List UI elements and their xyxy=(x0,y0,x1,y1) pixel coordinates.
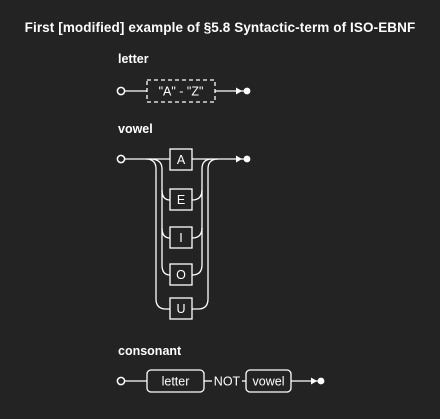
terminal-label: A xyxy=(177,153,186,167)
rule-name-vowel: vowel xyxy=(118,122,153,136)
choice-branch xyxy=(161,227,171,239)
start-node-icon xyxy=(116,86,126,96)
rule-letter: letter "A" - "Z" xyxy=(116,52,251,103)
rule-name-consonant: consonant xyxy=(118,344,182,358)
terminal-box xyxy=(169,148,193,171)
arrow-right-icon xyxy=(236,155,242,163)
rule-name-letter: letter xyxy=(118,52,149,66)
terminal-box xyxy=(169,226,193,249)
terminal-box xyxy=(169,297,193,320)
choice-box-e: E xyxy=(169,188,193,211)
terminal-label: O xyxy=(176,268,186,282)
terminal-label: I xyxy=(179,231,182,245)
choice-box-a: A xyxy=(169,148,193,171)
nonterminal-label-vowel: vowel xyxy=(253,375,285,389)
choice-branch xyxy=(191,227,203,239)
rule-vowel: vowel A E xyxy=(116,122,251,320)
end-node-icon xyxy=(243,87,251,95)
end-node-icon xyxy=(243,155,251,163)
choice-box-i: I xyxy=(169,226,193,249)
arrow-right-icon xyxy=(236,87,242,95)
choice-rail-right-inner xyxy=(191,158,213,276)
choice-rail-left-inner xyxy=(149,158,171,276)
rule-consonant: consonant letter NOT vowel xyxy=(116,344,325,393)
range-terminal-label: "A" - "Z" xyxy=(159,85,204,99)
choice-box-o: O xyxy=(169,263,193,286)
choice-box-u: U xyxy=(169,297,193,320)
start-node-icon xyxy=(116,376,126,386)
terminal-box xyxy=(169,188,193,211)
end-node-icon xyxy=(317,377,325,385)
arrow-right-icon xyxy=(311,377,317,385)
choice-branch xyxy=(191,189,203,201)
diagram-title: First [modified] example of §5.8 Syntact… xyxy=(24,20,416,35)
terminal-box xyxy=(169,263,193,286)
start-node-icon xyxy=(116,154,126,164)
choice-branch xyxy=(161,189,171,201)
except-keyword: NOT xyxy=(214,375,241,389)
nonterminal-label-letter: letter xyxy=(162,375,190,389)
choice-rail-right-outer xyxy=(192,158,219,310)
terminal-label: E xyxy=(177,193,185,207)
choice-rail-left-outer xyxy=(145,158,170,310)
terminal-label: U xyxy=(176,302,185,316)
